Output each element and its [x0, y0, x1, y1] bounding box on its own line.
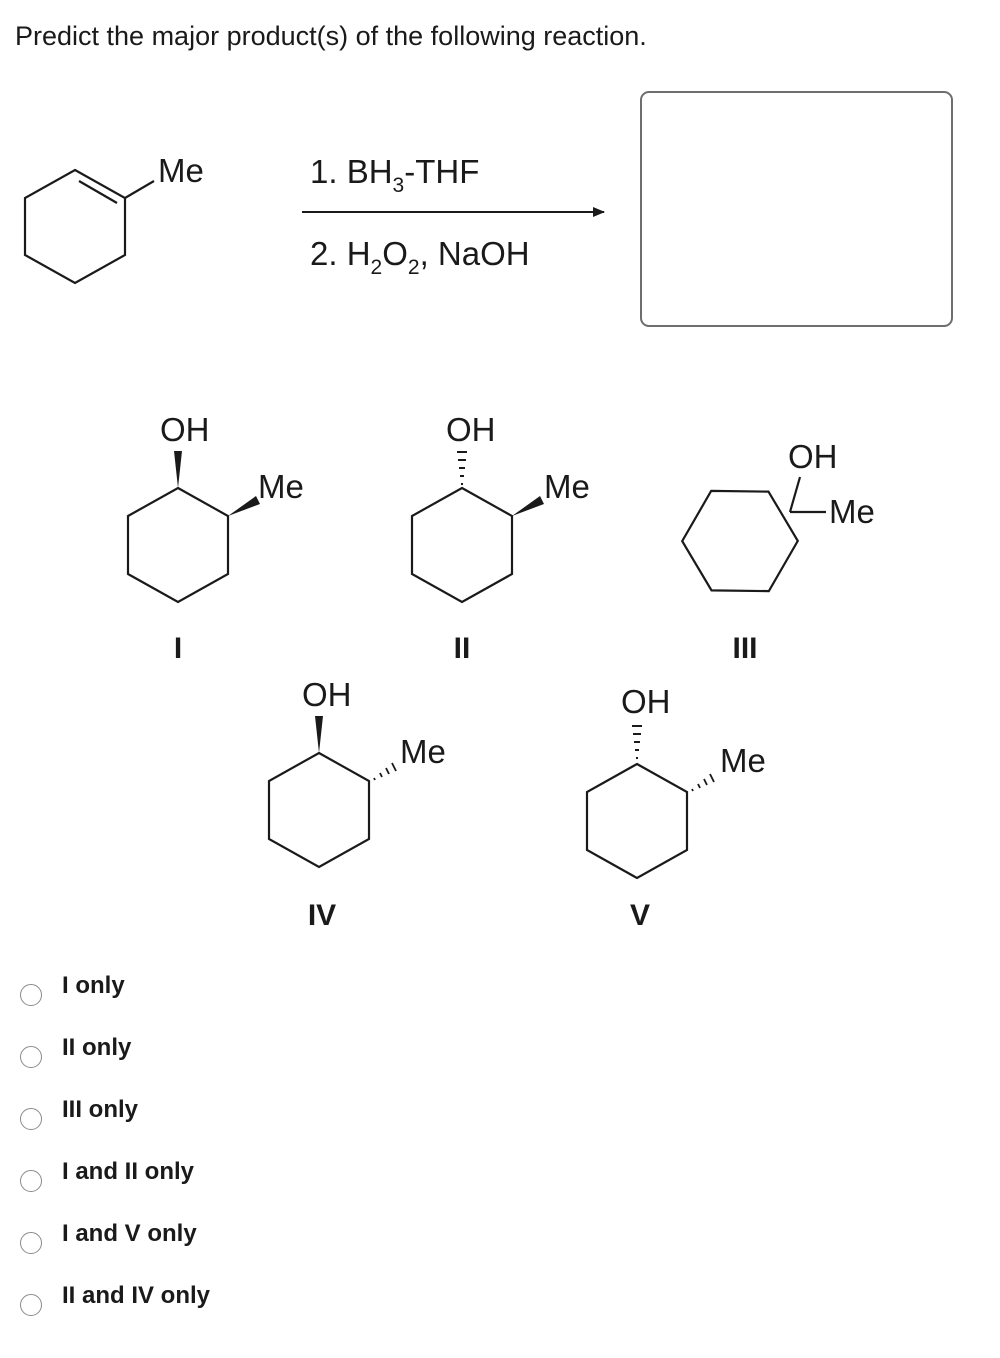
structure-V-me: Me: [720, 742, 766, 779]
option-i-only[interactable]: I only: [20, 972, 340, 1012]
structure-II-me: Me: [544, 468, 590, 505]
option-i-and-v-only[interactable]: I and V only: [20, 1220, 340, 1260]
option-i-and-ii-only[interactable]: I and II only: [20, 1158, 340, 1198]
structure-III-me: Me: [829, 493, 875, 530]
structure-II: OH Me II: [410, 411, 590, 665]
reactant-methylcyclohexene: [23, 168, 155, 285]
option-label: I and V only: [62, 1220, 197, 1247]
option-ii-only[interactable]: II only: [20, 1034, 340, 1074]
structure-I: OH Me I: [126, 411, 304, 665]
radio-button[interactable]: [20, 1108, 42, 1130]
structure-IV-me: Me: [400, 733, 446, 770]
option-ii-and-iv-only[interactable]: II and IV only: [20, 1282, 340, 1322]
radio-button[interactable]: [20, 1294, 42, 1316]
reaction-scheme: Me 1. BH3-THF 2. H2O2, NaOH OH Me I OH M…: [23, 152, 875, 932]
radio-button[interactable]: [20, 984, 42, 1006]
reagent-step-2: 2. H2O2, NaOH: [310, 235, 530, 279]
option-iii-only[interactable]: III only: [20, 1096, 340, 1136]
structure-III-numeral: III: [732, 632, 757, 665]
option-label: II only: [62, 1034, 132, 1061]
option-label: II and IV only: [62, 1282, 211, 1309]
option-label: I only: [62, 972, 125, 999]
question-prompt: Predict the major product(s) of the foll…: [15, 21, 647, 51]
structure-IV: OH Me IV: [267, 676, 446, 932]
structure-II-numeral: II: [454, 632, 471, 665]
structure-I-oh: OH: [160, 411, 210, 448]
radio-button[interactable]: [20, 1046, 42, 1068]
structure-V-oh: OH: [621, 683, 671, 720]
option-label: I and II only: [62, 1158, 195, 1185]
structure-III-oh: OH: [788, 438, 838, 475]
structure-III: OH Me III: [680, 438, 875, 665]
structure-IV-numeral: IV: [308, 899, 336, 932]
structure-I-numeral: I: [174, 632, 182, 665]
structure-II-oh: OH: [446, 411, 496, 448]
structure-I-me: Me: [258, 468, 304, 505]
answer-drop-box[interactable]: [640, 91, 953, 327]
radio-button[interactable]: [20, 1170, 42, 1192]
structure-V-numeral: V: [630, 899, 650, 932]
structure-IV-oh: OH: [302, 676, 352, 713]
reactant-me-label: Me: [158, 152, 204, 189]
reagent-step-1: 1. BH3-THF: [310, 153, 479, 197]
structure-V: OH Me V: [585, 683, 766, 932]
radio-button[interactable]: [20, 1232, 42, 1254]
option-label: III only: [62, 1096, 139, 1123]
